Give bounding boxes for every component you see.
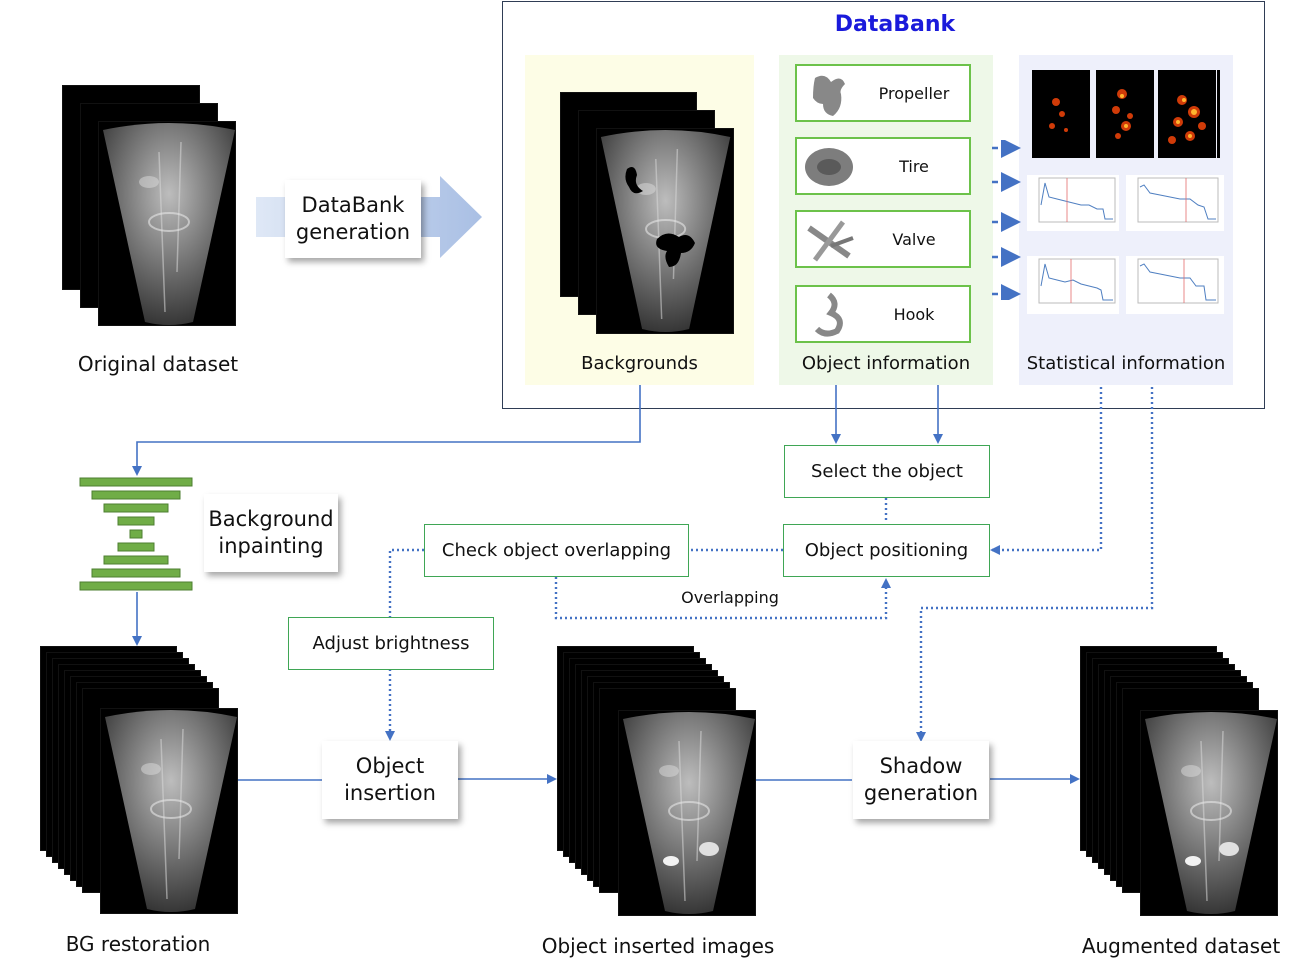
shadow-generation-box: Shadow generation <box>853 741 989 819</box>
object-item-tire[interactable]: Tire <box>795 137 971 195</box>
sonar-image-icon <box>622 711 756 915</box>
adjust-brightness-box: Adjust brightness <box>288 617 494 670</box>
line-plot-icon <box>1137 258 1219 304</box>
hook-icon <box>814 292 843 337</box>
plot-thumbnail-2 <box>1126 175 1224 231</box>
databank-container <box>502 1 1265 409</box>
original-frame-3 <box>98 121 236 326</box>
augmented-frame-front <box>1140 710 1278 916</box>
check-overlapping-box: Check object overlapping <box>424 524 689 577</box>
background-frame-3 <box>596 128 734 334</box>
object-name-hook: Hook <box>893 304 935 324</box>
sonar-image-icon <box>599 129 732 333</box>
object-to-statistics-arrows <box>992 140 1021 300</box>
plot-thumbnail-4 <box>1126 256 1224 314</box>
background-inpainting-box: Background inpainting <box>204 494 338 572</box>
sonar-image-icon <box>1144 711 1278 915</box>
object-insertion-box: Object insertion <box>322 741 458 819</box>
object-positioning-box: Object positioning <box>783 524 990 577</box>
plot-thumbnail-3 <box>1027 256 1119 314</box>
object-name-valve: Valve <box>892 229 936 249</box>
statistical-information-label: Statistical information <box>1026 353 1226 374</box>
object-item-valve[interactable]: Valve <box>795 210 971 268</box>
tire-icon <box>805 148 853 186</box>
bg-frame-front <box>100 708 238 914</box>
backgrounds-label: Backgrounds <box>581 353 698 374</box>
inserted-frame-front <box>618 710 756 916</box>
inpainting-network-icon <box>79 477 193 591</box>
line-plot-icon <box>1038 177 1116 223</box>
heatmap-strip <box>1032 70 1220 158</box>
line-plot-icon <box>1038 258 1116 304</box>
object-item-propeller[interactable]: Propeller <box>795 64 971 122</box>
object-name-tire: Tire <box>899 156 929 176</box>
object-information-label: Object information <box>801 353 971 374</box>
original-dataset-label: Original dataset <box>77 352 239 376</box>
plot-thumbnail-1 <box>1027 175 1119 231</box>
propeller-icon <box>813 75 845 116</box>
overlapping-label: Overlapping <box>681 588 779 607</box>
object-name-propeller: Propeller <box>878 83 950 103</box>
valve-icon <box>807 220 854 262</box>
bg-restoration-label: BG restoration <box>65 932 211 956</box>
object-item-hook[interactable]: Hook <box>795 285 971 343</box>
select-object-box: Select the object <box>784 445 990 498</box>
line-plot-icon <box>1137 177 1219 223</box>
augmented-dataset-label: Augmented dataset <box>1081 934 1281 958</box>
heatmap-icon <box>1032 70 1220 158</box>
databank-title: DataBank <box>834 12 956 37</box>
object-inserted-label: Object inserted images <box>541 934 775 958</box>
databank-generation-box: DataBank generation <box>285 180 421 258</box>
